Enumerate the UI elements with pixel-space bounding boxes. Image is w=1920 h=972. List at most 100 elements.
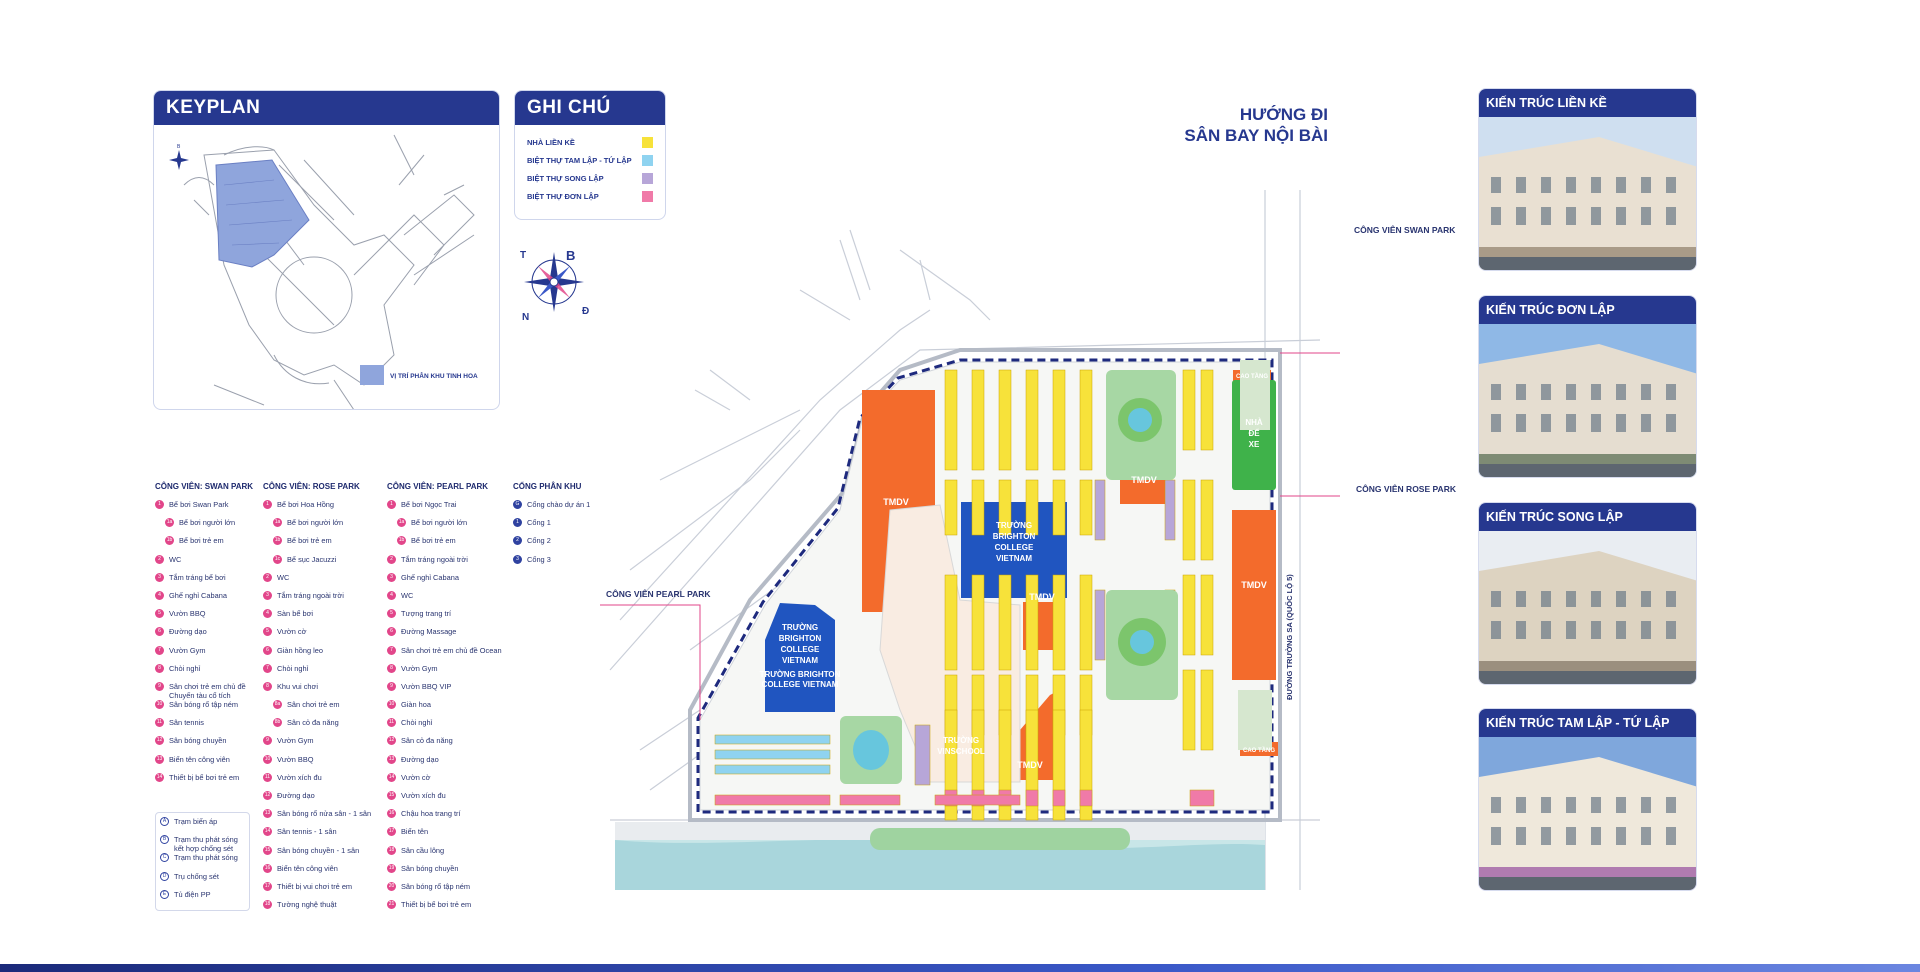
tmdv-label-3: TMDV xyxy=(1241,580,1267,590)
item-label: Tường nghệ thuật xyxy=(277,900,337,910)
item-number-badge: 4 xyxy=(387,590,396,600)
item-label: Vườn cờ xyxy=(401,772,431,782)
item-number-badge: 18 xyxy=(263,900,272,910)
item-label: Đường dạo xyxy=(277,791,315,800)
item-number-badge: 1 xyxy=(155,500,164,509)
item-label: Trạm biến áp xyxy=(174,817,218,826)
item-label: Cổng 2 xyxy=(527,536,551,546)
townhouse-row xyxy=(1025,369,1039,471)
item-label: Bể bơi người lớn xyxy=(287,518,344,528)
item-label: Giàn hồng leo xyxy=(277,645,324,655)
townhouse-row xyxy=(1182,574,1196,656)
item-number-badge: 8a xyxy=(273,700,282,710)
item-label: Sân tennis xyxy=(169,718,204,728)
architecture-card[interactable]: KIẾN TRÚC TAM LẬP - TỨ LẬP xyxy=(1478,708,1697,891)
item-number-badge: 19 xyxy=(387,863,396,873)
item-number-badge: 1b xyxy=(165,536,174,546)
architecture-card[interactable]: KIẾN TRÚC LIỀN KỀ xyxy=(1478,88,1697,271)
townhouse-row xyxy=(714,794,831,806)
pearl-park-item: 11 Chòi nghỉ xyxy=(387,718,502,736)
rose-park-label: CÔNG VIÊN ROSE PARK xyxy=(1356,484,1456,494)
tmdv-label-2: TMDV xyxy=(1131,475,1157,485)
rose-park-item: 1a Bể bơi người lớn xyxy=(263,518,371,536)
townhouse-row xyxy=(944,369,958,471)
item-label: Tượng trang trí xyxy=(401,609,452,619)
item-number-badge: 11 xyxy=(387,718,396,728)
legend-swatch xyxy=(642,190,653,202)
item-number-badge: 1a xyxy=(397,518,406,528)
item-number-badge: 13 xyxy=(155,754,164,764)
townhouse-row xyxy=(714,734,831,745)
item-number-badge: B xyxy=(160,835,169,845)
parking-label-3: XE xyxy=(1249,440,1260,449)
airport-direction-line2: SÂN BAY NỘI BÀI xyxy=(1184,126,1328,145)
airport-direction: HƯỚNG ĐI SÂN BAY NỘI BÀI xyxy=(1170,104,1328,146)
architecture-card[interactable]: KIẾN TRÚC ĐƠN LẬP xyxy=(1478,295,1697,478)
townhouse-row xyxy=(944,574,958,671)
item-label: Bể bơi Hoa Hồng xyxy=(277,500,335,509)
architecture-card[interactable]: KIẾN TRÚC SONG LẬP xyxy=(1478,502,1697,685)
legend-item: NHÀ LIỀN KỀ xyxy=(515,133,665,151)
item-number-badge: 6 xyxy=(387,627,396,637)
item-number-badge: 6 xyxy=(155,627,164,637)
legend-item: BIỆT THỰ ĐƠN LẬP xyxy=(515,187,665,205)
item-label: Ghế nghỉ Cabana xyxy=(169,590,227,600)
item-number-badge: 5 xyxy=(263,627,272,637)
item-number-badge: A xyxy=(160,817,169,826)
item-label: Sân bóng rổ tập ném xyxy=(169,700,239,710)
item-number-badge: 16 xyxy=(263,863,272,873)
airport-direction-line1: HƯỚNG ĐI xyxy=(1239,105,1328,124)
legend-title: GHI CHÚ xyxy=(515,91,665,125)
item-label: Chòi nghỉ xyxy=(401,718,433,728)
item-number-badge: C xyxy=(160,853,169,863)
item-label: WC xyxy=(277,572,290,582)
townhouse-row xyxy=(1079,369,1093,471)
item-number-badge: 3 xyxy=(263,590,272,600)
item-number-badge: 11 xyxy=(155,718,164,728)
architecture-photo xyxy=(1479,737,1696,890)
townhouse-row xyxy=(1052,479,1066,536)
architecture-card-title: KIẾN TRÚC ĐƠN LẬP xyxy=(1479,296,1696,324)
item-label: Vườn Gym xyxy=(169,645,206,655)
item-number-badge: 13 xyxy=(387,754,396,764)
legend-swatch xyxy=(642,136,653,148)
compass-south-label: N xyxy=(522,312,529,322)
item-label: Đường Massage xyxy=(401,627,457,637)
item-number-badge: 14 xyxy=(155,772,164,782)
item-number-badge: 1a xyxy=(273,518,282,528)
brighton-label-3b: COLLEGE VIETNAM xyxy=(762,680,839,689)
item-number-badge: 11 xyxy=(263,772,272,782)
item-number-badge: 12 xyxy=(387,736,396,746)
legend-item: BIỆT THỰ SONG LẬP xyxy=(515,169,665,187)
footer-bar xyxy=(0,964,1920,972)
item-label: Chậu hoa trang trí xyxy=(401,809,461,819)
cao-tang-label-2: CAO TẦNG xyxy=(1243,747,1275,754)
item-label: Vườn Gym xyxy=(401,663,438,673)
item-label: Vườn BBQ VIP xyxy=(401,681,452,691)
item-label: Bể bơi người lớn xyxy=(179,518,236,528)
item-label: Sân bóng rổ tập ném xyxy=(401,881,471,891)
